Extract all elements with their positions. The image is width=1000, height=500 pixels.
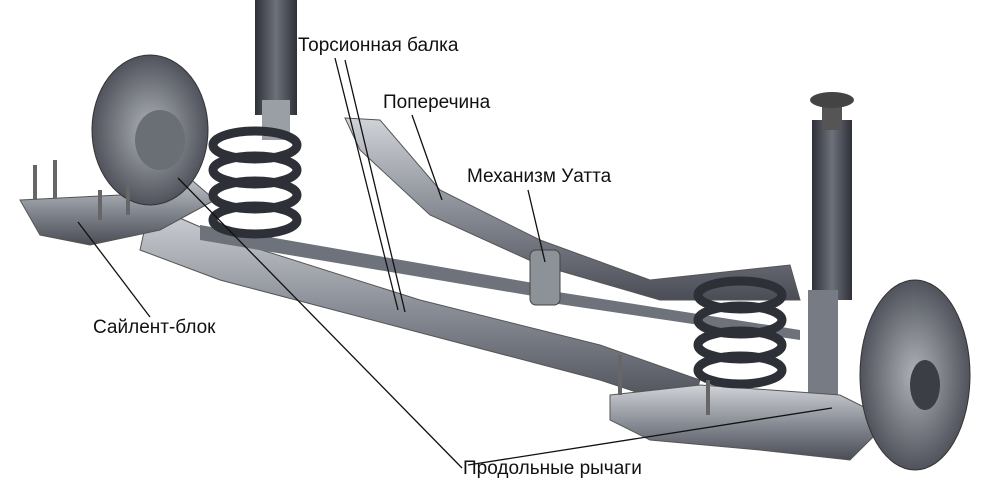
label-trailing-arms: Продольные рычаги [463,458,642,479]
left-shock-absorber [255,0,297,115]
leader-lines [77,57,833,469]
left-coil-spring [208,126,302,239]
right-trailing-arm [609,384,891,461]
right-coil-spring [693,276,787,389]
label-watts-linkage: Механизм Уатта [467,166,612,187]
label-crossmember: Поперечина [383,92,491,113]
label-silent-block: Сайлент-блок [93,317,216,338]
watts-linkage-rod [200,225,545,298]
label-torsion-beam: Торсионная балка [298,35,459,56]
right-shock-absorber [812,120,852,300]
